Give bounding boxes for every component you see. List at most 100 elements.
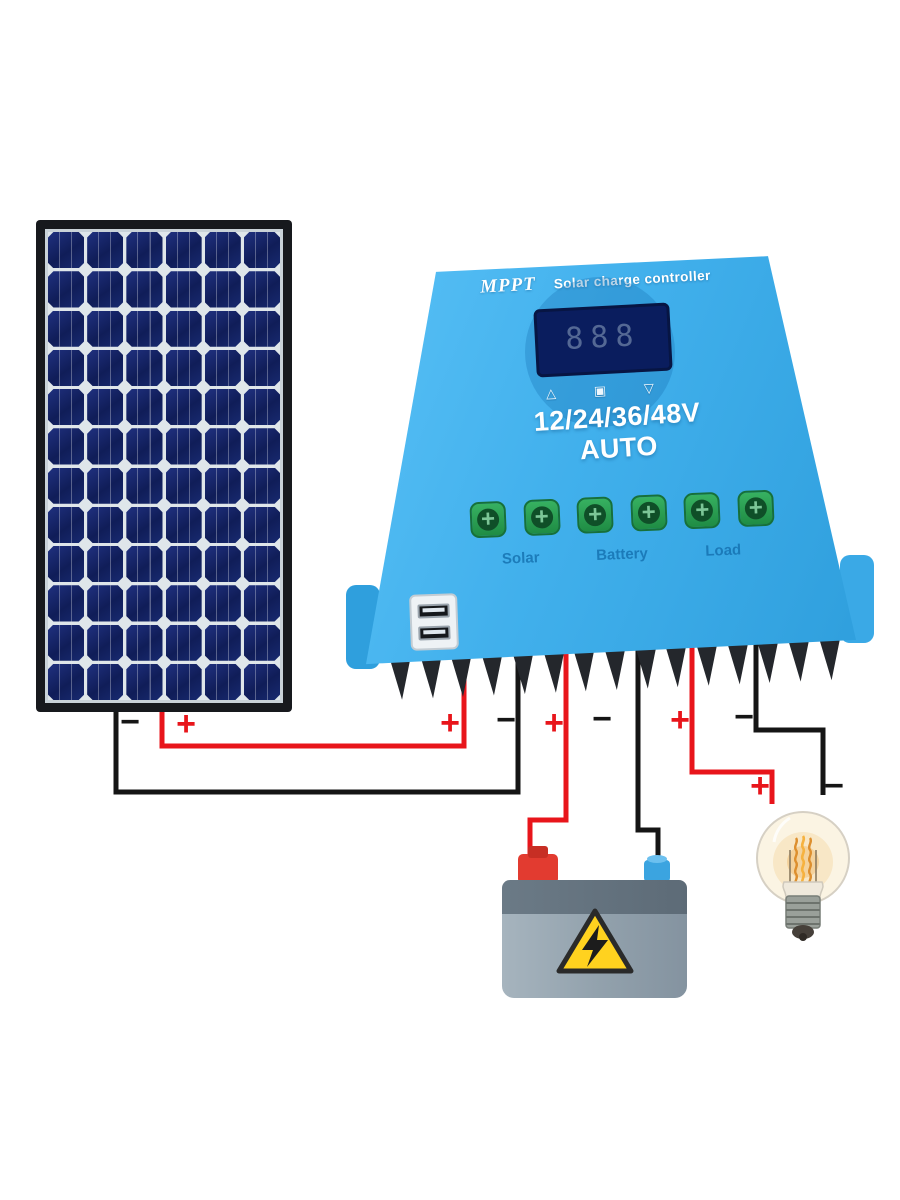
select-button-icon[interactable]: ▽ [643,380,655,396]
solar-cell [165,310,202,347]
solar-cell [87,663,124,700]
solar-cell [243,663,280,700]
solar-cell [87,232,124,269]
solar-cell [48,585,85,622]
solar-cell [204,585,241,622]
solar-cell [165,624,202,661]
solar-cell [165,349,202,386]
warning-button-icon[interactable]: △ [545,385,557,401]
solar-cell [243,310,280,347]
polarity-label-positive: + [670,701,690,739]
solar-cell [165,271,202,308]
solar-cell [165,467,202,504]
solar-cell [126,310,163,347]
heatsink-fin [787,637,812,683]
solar-cell [165,389,202,426]
solar-cell [48,624,85,661]
polarity-label-positive: + [544,704,564,742]
solar-cell [48,349,85,386]
polarity-label-negative: − [592,700,612,738]
solar-cell [165,663,202,700]
heatsink-fin [818,635,843,681]
solar-cell [87,506,124,543]
lcd-display: 888 [533,302,673,378]
heatsink-fin [665,642,690,688]
brand-label: MPPT [479,273,537,298]
solar-cell [204,349,241,386]
light-bulb [756,811,850,941]
polarity-label-negative: − [734,698,754,736]
screw-terminal[interactable] [683,491,722,530]
solar-cell [87,310,124,347]
heatsink-fin [603,645,628,691]
solar-cell [48,271,85,308]
usb-port-icon[interactable] [418,625,451,641]
screw-terminal[interactable] [522,498,561,537]
battery [502,846,687,998]
solar-cell [126,506,163,543]
solar-cell [165,232,202,269]
solar-cell [204,467,241,504]
solar-cell [204,310,241,347]
solar-cell [204,389,241,426]
solar-cell [48,506,85,543]
solar-cell [243,467,280,504]
heatsink-fin [757,638,782,684]
solar-cell [126,585,163,622]
solar-cell [204,428,241,465]
solar-cell [126,389,163,426]
solar-cell [126,467,163,504]
lcd-value: 888 [564,318,642,357]
heatsink-fin [695,641,720,687]
charge-controller: MPPT Solar charge controller 888 △ ▣ ▽ 1… [346,246,874,701]
screw-terminal[interactable] [737,489,775,528]
solar-cell [126,349,163,386]
solar-cell [48,663,85,700]
screw-terminal[interactable] [630,494,668,532]
solar-cell [87,624,124,661]
lightning-bolt-icon [582,925,608,967]
solar-cell [48,232,85,269]
heatsink-fin [634,644,659,690]
solar-cell [87,585,124,622]
screw-terminal[interactable] [469,500,507,539]
solar-cell [126,546,163,583]
solar-cell [126,232,163,269]
solar-cell [87,428,124,465]
solar-cell [126,271,163,308]
menu-button-icon[interactable]: ▣ [593,382,607,399]
solar-cell [165,546,202,583]
solar-cell [165,585,202,622]
solar-panel-frame [45,229,283,703]
solar-cell-grid [48,232,280,700]
battery-negative-terminal [644,855,670,882]
polarity-label-negative: − [496,701,516,739]
solar-cell [204,232,241,269]
solar-cell [48,428,85,465]
solar-cell [243,624,280,661]
warning-triangle-icon [556,908,634,974]
solar-cell [87,467,124,504]
solar-cell [243,389,280,426]
solar-cell [48,467,85,504]
solar-cell [204,506,241,543]
usb-ports [409,593,459,651]
solar-cell [243,585,280,622]
solar-cell [126,428,163,465]
solar-cell [243,271,280,308]
screw-terminal[interactable] [576,496,614,534]
solar-cell [204,624,241,661]
solar-cell [243,506,280,543]
solar-cell [204,663,241,700]
solar-cell [126,624,163,661]
solar-cell [87,389,124,426]
solar-cell [204,546,241,583]
solar-panel [36,220,292,712]
solar-cell [126,663,163,700]
solar-cell [48,389,85,426]
bulb-filament [793,835,813,887]
usb-port-icon[interactable] [417,603,450,619]
solar-cell [204,271,241,308]
solar-cell [243,546,280,583]
